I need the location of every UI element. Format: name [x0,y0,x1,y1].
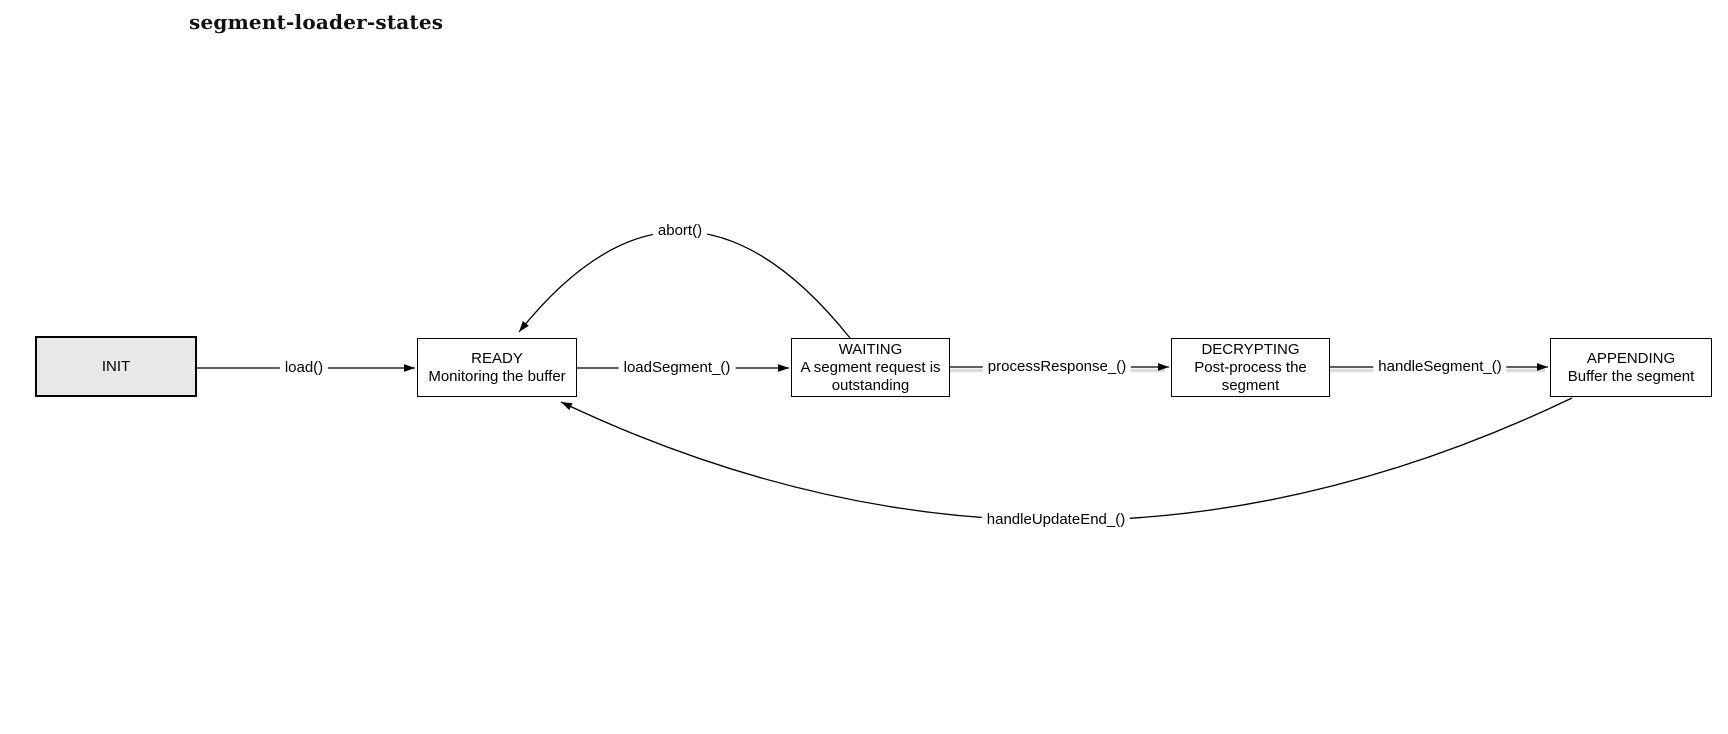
state-node-decrypting: DECRYPTING Post-process the segment [1171,338,1330,397]
state-subtitle: A segment request is outstanding [800,358,941,394]
state-node-waiting: WAITING A segment request is outstanding [791,338,950,397]
state-title: WAITING [838,340,903,358]
state-subtitle: Post-process the segment [1194,358,1307,394]
state-title: INIT [101,357,131,375]
edge-label-loadsegment: loadSegment_() [618,359,736,377]
edge-label-handleupdateend: handleUpdateEnd_() [981,511,1131,529]
state-title: DECRYPTING [1201,340,1300,358]
state-node-init: INIT [35,336,197,397]
state-node-ready: READY Monitoring the buffer [417,338,577,397]
diagram-title: segment-loader-states [189,10,444,34]
edge-appending-ready-handleupdateend [560,397,1573,522]
state-title: READY [471,349,523,367]
edge-label-processresponse: processResponse_() [982,358,1132,376]
edge-label-abort: abort() [652,222,708,240]
edge-waiting-ready-abort [518,230,851,339]
state-title: APPENDING [1586,349,1676,367]
edge-label-load: load() [279,359,329,377]
state-subtitle: Monitoring the buffer [428,367,566,385]
state-node-appending: APPENDING Buffer the segment [1550,338,1712,397]
edge-label-handlesegment: handleSegment_() [1373,358,1507,376]
state-subtitle: Buffer the segment [1567,367,1695,385]
